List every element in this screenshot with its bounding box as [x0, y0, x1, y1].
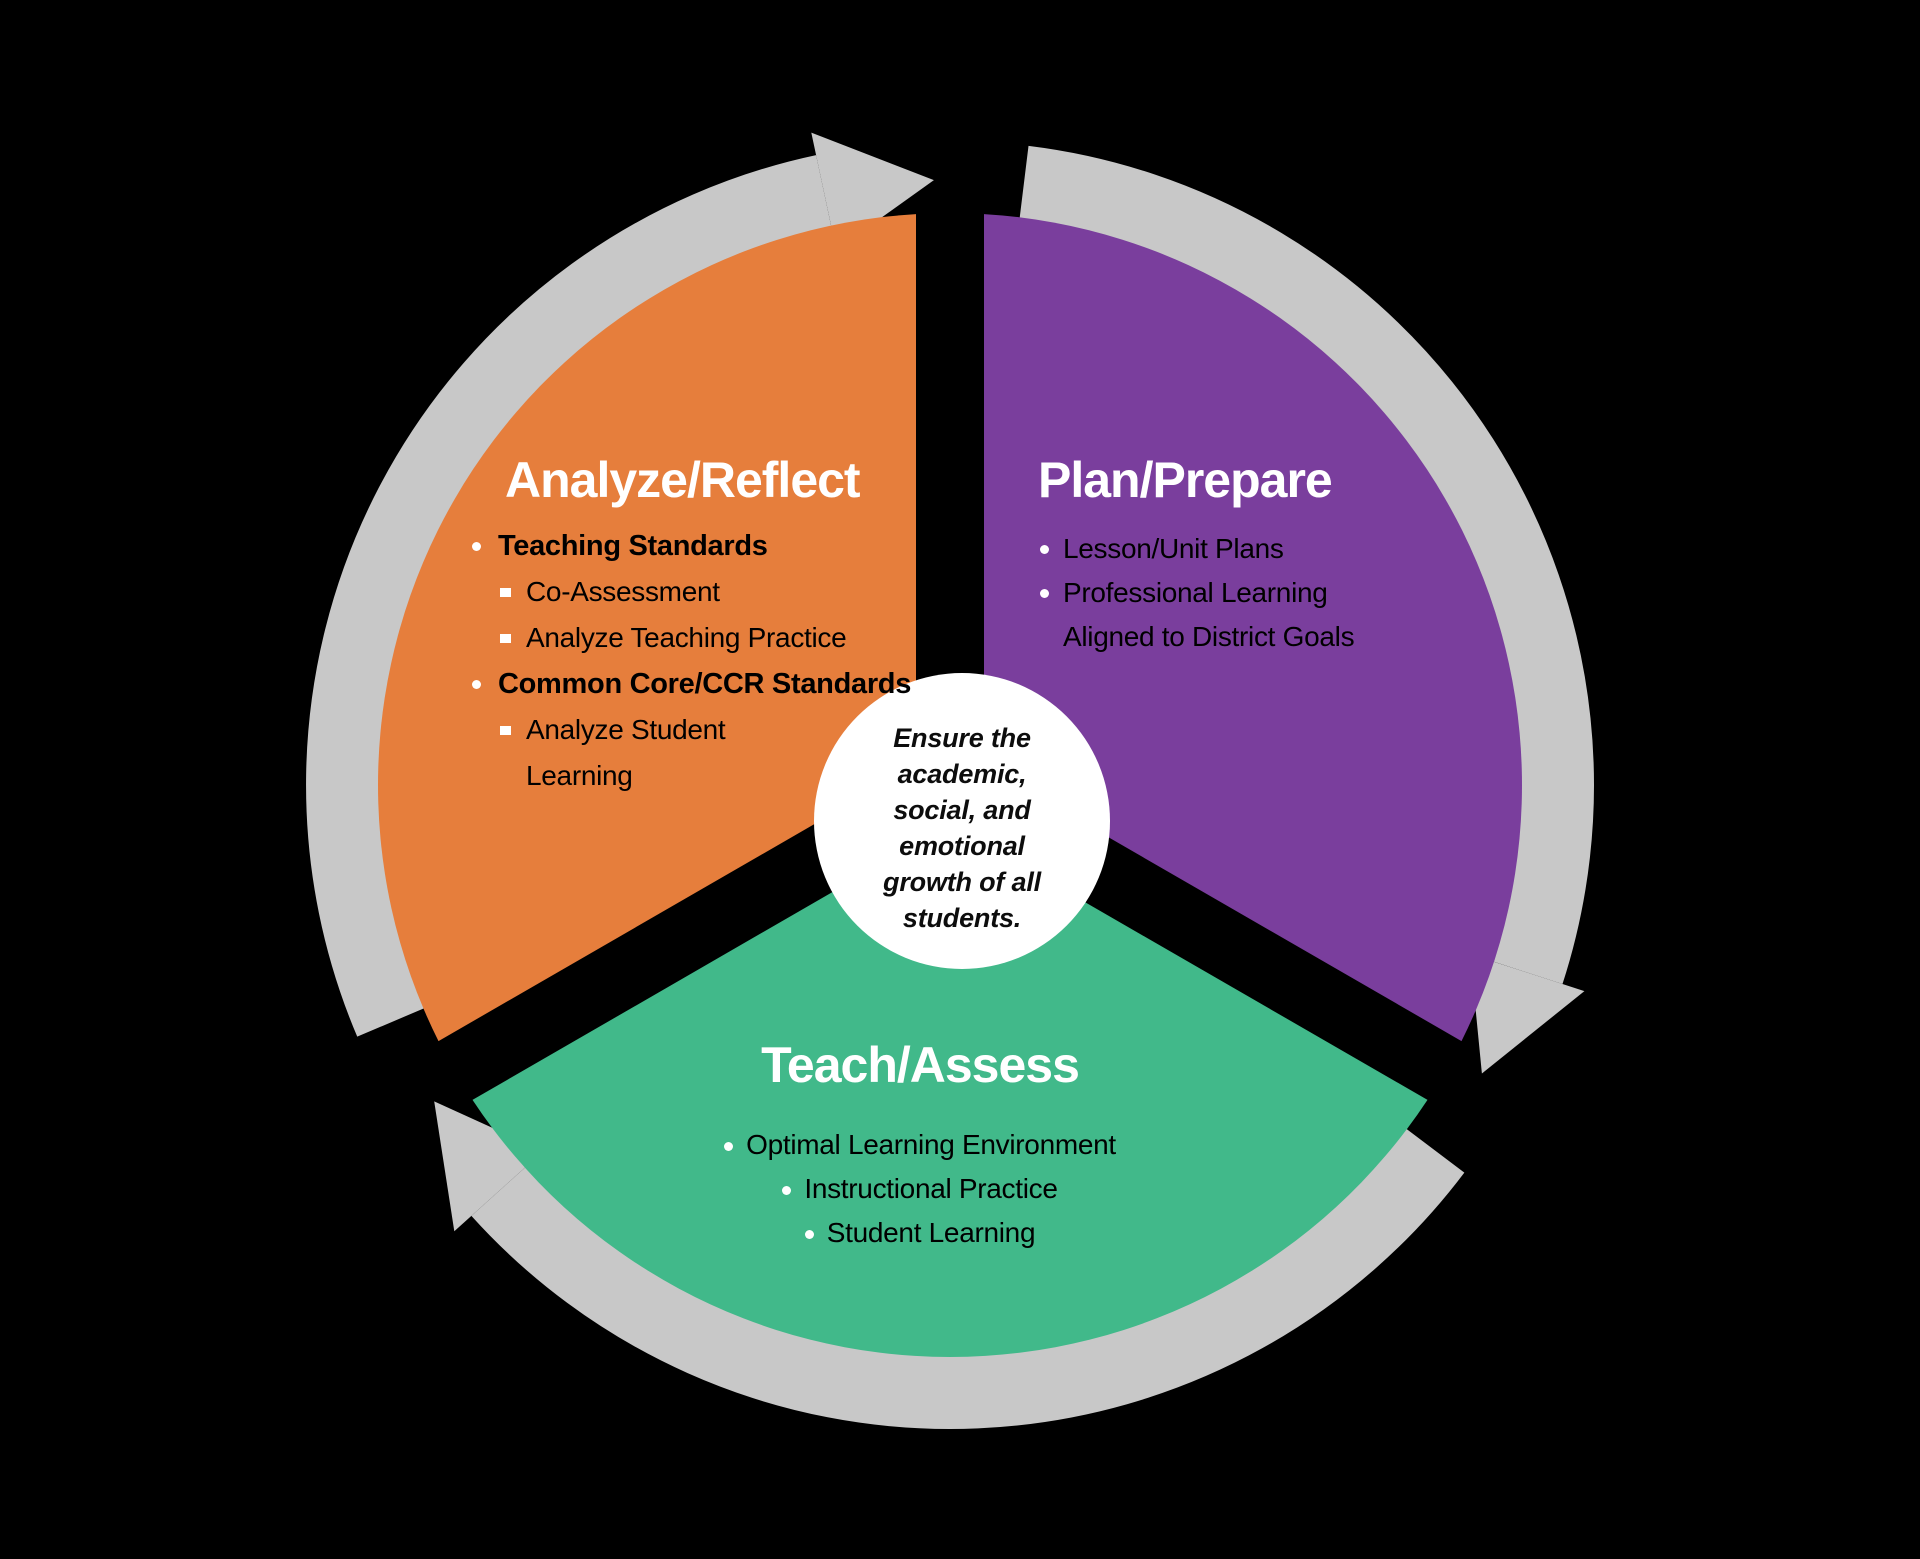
square-bullet-icon [500, 726, 511, 735]
bullet-icon [804, 1230, 814, 1240]
list-item-continuation: Aligned to District Goals [1063, 621, 1355, 652]
analyze-reflect-title: Analyze/Reflect [505, 452, 861, 508]
arrowhead-top-icon [811, 132, 934, 250]
arrowhead-bottom-right-icon [1470, 954, 1585, 1074]
bullet-icon [472, 542, 481, 551]
list-item: Optimal Learning Environment [570, 1123, 1270, 1167]
arrow-arc-right [1019, 145, 1594, 984]
center-line: emotional [899, 831, 1025, 861]
plan-prepare-list: Lesson/Unit Plans Professional Learning … [1030, 527, 1355, 659]
square-bullet-icon [500, 634, 511, 643]
arrow-arc-top-left [306, 155, 832, 1037]
teach-assess-title: Teach/Assess [761, 1037, 1080, 1093]
list-item: Analyze Teaching Practice [462, 615, 911, 661]
list-item: Student Learning [570, 1211, 1270, 1255]
arrow-arc-bottom [471, 1128, 1465, 1429]
wedge-teach-assess [472, 824, 1428, 1357]
center-circle [814, 673, 1110, 969]
center-line: Ensure the [893, 723, 1031, 753]
bullet-icon [472, 680, 481, 689]
center-line: students. [902, 903, 1022, 933]
bullet-icon [1040, 589, 1049, 598]
list-item-continuation: Learning [526, 760, 633, 791]
list-item: Lesson/Unit Plans [1030, 527, 1354, 571]
teach-assess-list: Optimal Learning Environment Instruction… [570, 1123, 1270, 1255]
center-mission-text: Ensure the academic, social, and emotion… [802, 720, 1122, 936]
list-item: Common Core/CCR Standards [462, 661, 911, 707]
square-bullet-icon [500, 588, 511, 597]
analyze-reflect-list: Teaching Standards Co-Assessment Analyze… [462, 523, 911, 799]
list-item: Co-Assessment [462, 569, 911, 615]
bullet-icon [1040, 545, 1049, 554]
center-line: growth of all [883, 867, 1041, 897]
plan-prepare-title: Plan/Prepare [1038, 452, 1333, 508]
center-line: social, and [893, 795, 1031, 825]
list-item: Analyze Student [462, 707, 911, 753]
bullet-icon [782, 1186, 792, 1196]
wedge-plan-prepare [984, 214, 1522, 1042]
list-item: Instructional Practice [570, 1167, 1270, 1211]
list-item: Teaching Standards [462, 523, 911, 569]
list-item: Professional Learning [1030, 571, 1354, 615]
wedge-analyze-reflect [378, 214, 917, 1042]
cycle-arrows [306, 132, 1594, 1429]
center-line: academic, [897, 759, 1027, 789]
bullet-icon [724, 1142, 734, 1152]
arrowhead-bottom-left-icon [434, 1101, 544, 1232]
